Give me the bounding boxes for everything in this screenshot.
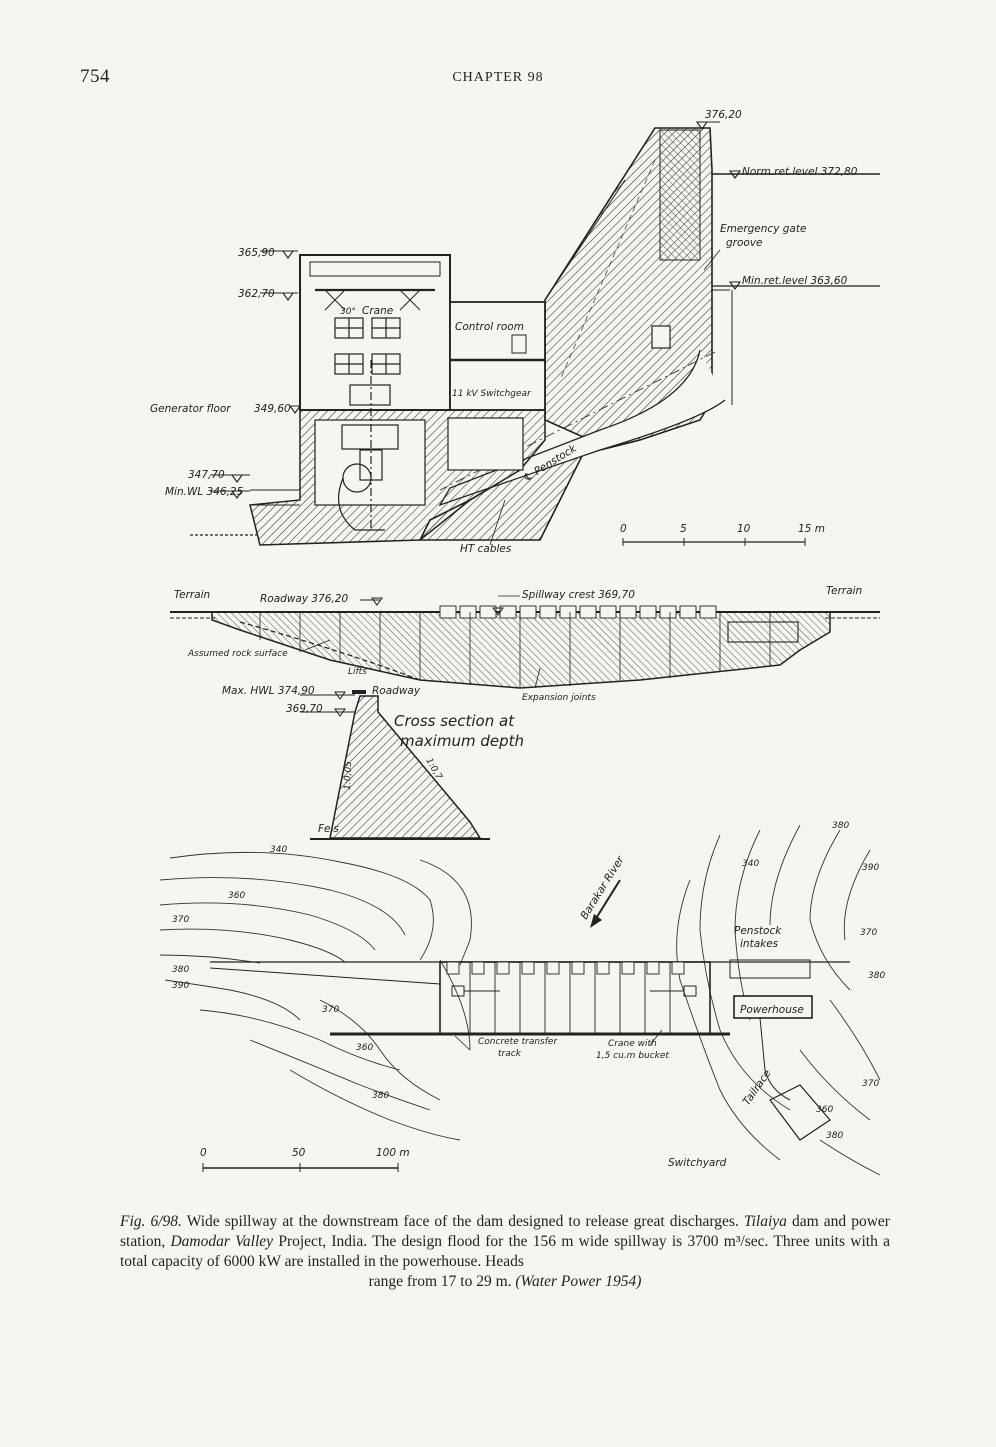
contour-label-15: 380 [868,971,885,981]
crane-bucket-label-1: Crane with [608,1039,657,1049]
contour-label-1: 340 [270,845,287,855]
caption-text-3: Project, India. The design flood for the… [120,1233,890,1270]
powerhouse-building [299,254,451,411]
crest-level-label: 376,20 [705,109,742,121]
contour-label-16: 380 [826,1131,843,1141]
caption-dam-name: Tilaiya [743,1213,787,1230]
transfer-track-label-2: track [498,1049,522,1059]
penstock-intakes-label-2: intakes [740,938,779,950]
rock-surface-label: Assumed rock surface [187,649,288,659]
control-room-label: Control room [455,321,524,333]
scale-top-10: 10 [737,523,751,535]
contour-label-10: 380 [832,821,849,831]
elevation-365-label: 365,90 [238,247,275,259]
river-label: Barakar River [578,854,627,922]
emergency-gate-label-2: groove [726,237,763,249]
contour-label-9: 340 [742,859,759,869]
caption-text-1: Wide spillway at the downstream face of … [181,1213,744,1230]
caption-last-line: range from 17 to 29 m. (Water Power 1954… [120,1272,890,1292]
elevation-362-label: 362,70 [238,288,275,300]
scale-top-5: 5 [680,523,687,535]
caption-last-text: range from 17 to 29 m. [368,1273,512,1290]
expansion-joints-label: Expansion joints [522,693,596,703]
emergency-gate-label-1: Emergency gate [720,223,806,235]
page-number: 754 [80,66,110,87]
caption-text-2: dam and power station, [120,1213,890,1250]
generator-unit [337,360,399,531]
scale-top-0: 0 [620,523,627,535]
contour-label-4: 380 [172,965,189,975]
cross-section-dam [329,695,482,839]
cross-roadway-label: Roadway [372,685,421,697]
terrain-right-label: Terrain [826,585,862,597]
powerhouse-plan [733,995,813,1019]
scale-plan-100: 100 m [376,1147,410,1159]
cross-section-title-1: Cross section at [394,712,515,730]
powerhouse-label: Powerhouse [740,1004,804,1016]
contour-label-7: 360 [356,1043,373,1053]
scale-plan-0: 0 [200,1147,207,1159]
contour-label-6: 370 [322,1005,339,1015]
terrain-left-label: Terrain [174,589,210,601]
switchgear-label: 11 kV Switchgear [452,389,532,399]
elevation-347-label: 347,70 [188,469,225,481]
switchyard-label: Switchyard [668,1157,727,1169]
roadway-label: Roadway 376,20 [260,593,348,605]
dam-longitudinal [211,611,831,689]
contour-label-14: 360 [816,1105,833,1115]
min-wl-label: Min.WL 346,25 [165,486,244,498]
contour-label-2: 360 [228,891,245,901]
crane-bucket-label-2: 1,5 cu.m bucket [596,1051,669,1061]
cross-section: Max. HWL 374,90 Roadway 369,70 Cross sec… [222,685,524,840]
cross-crest-label: 369,70 [286,703,323,715]
cross-section-title-2: maximum depth [400,732,524,750]
contour-labels: 340 360 370 380 390 370 360 380 340 380 … [172,821,885,1141]
scale-top-15: 15 m [798,523,825,535]
transfer-track-label-1: Concrete transfer [478,1037,558,1047]
tailrace-label: Tailrace [741,1068,774,1108]
contour-label-5: 390 [172,981,189,991]
chapter-title: CHAPTER 98 [452,70,544,85]
figure-caption: Fig. 6/98. Wide spillway at the downstre… [120,1212,890,1292]
generator-floor-label: Generator floor [150,403,231,415]
scale-plan-50: 50 [292,1147,306,1159]
contour-label-11: 370 [860,928,877,938]
site-plan: Barakar River Penstock intakes Powerhous… [159,821,885,1176]
rock-label: Fels [318,823,339,835]
longitudinal-section: Terrain Roadway 376,20 Spillway crest 36… [170,585,880,703]
caption-fig-number: Fig. 6/98. [120,1213,182,1230]
scale-bar-plan: 0 50 100 m [200,1147,410,1172]
contour-label-3: 370 [172,915,189,925]
min-ret-level-label: Min.ret.level 363,60 [742,275,848,287]
dam-crest-column [659,129,701,261]
contour-label-8: 380 [372,1091,389,1101]
contour-label-13: 370 [862,1079,879,1089]
control-room-block [449,301,546,411]
lifts-label: Lifts [348,667,367,677]
norm-ret-level-label: Norm.ret.level 372,80 [742,166,858,178]
scale-bar-top: 0 5 10 15 m [620,523,825,546]
caption-project-name: Damodar Valley [170,1233,274,1250]
caption-source: (Water Power 1954) [515,1273,642,1290]
generator-level-label: 349,60 [254,403,291,415]
crane-angle-label: 30° [340,307,356,317]
contour-label-12: 390 [862,863,879,873]
crane-label: Crane [362,305,393,317]
ht-cables-label: HT cables [460,543,512,555]
penstock-intakes-label-1: Penstock [734,925,782,937]
powerhouse-section: 376,20 Norm.ret.level 372,80 Emergency g… [150,109,880,555]
slope-upstream-label: 1:0,05 [343,761,354,790]
spillway-crest-label: Spillway crest 369,70 [522,589,635,601]
max-hwl-label: Max. HWL 374,90 [222,685,315,697]
